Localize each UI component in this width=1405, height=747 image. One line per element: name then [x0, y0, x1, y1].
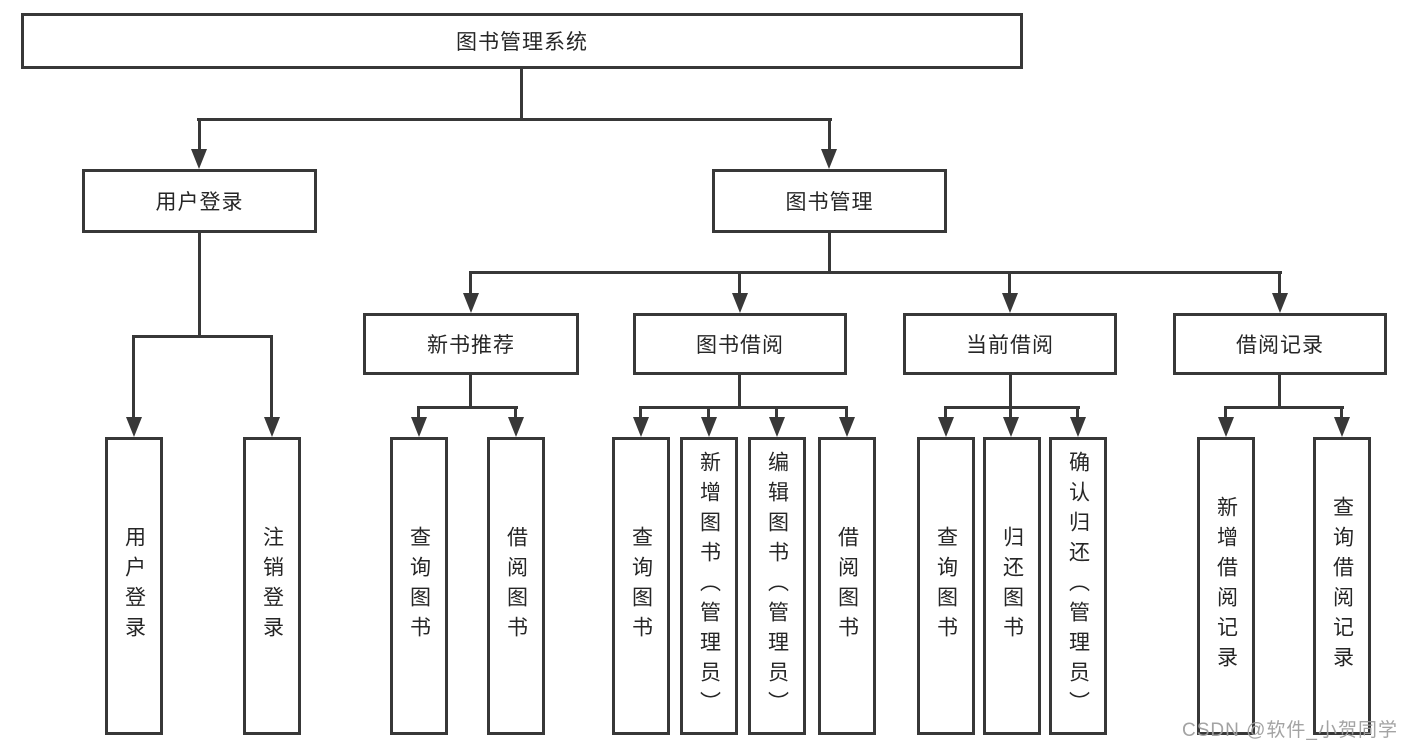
connector-book-mgmt-stem [828, 233, 831, 271]
connector-drop-bb-borrow [845, 406, 848, 418]
connector-drop-cb-confirm [1076, 406, 1079, 418]
leaf-newbook-query-books: 查询图书 [390, 437, 448, 735]
connector-drop-borrow-record [1278, 271, 1281, 295]
leaf-record-add-record: 新增借阅记录 [1197, 437, 1255, 735]
arrowhead-nb-query [411, 417, 427, 437]
connector-drop-cb-query [944, 406, 947, 418]
arrowhead-borrow-record [1272, 293, 1288, 313]
leaf-borrow-query-books-label: 查询图书 [629, 526, 653, 646]
arrowhead-new-book [463, 293, 479, 313]
node-book-mgmt: 图书管理 [712, 169, 947, 233]
connector-new-book-stem [469, 375, 472, 406]
arrowhead-cb-query [938, 417, 954, 437]
leaf-record-query-record-label: 查询借阅记录 [1330, 496, 1354, 676]
connector-root-branch [197, 118, 832, 121]
leaf-current-confirm-return-admin: 确认归还（管理员） [1049, 437, 1107, 735]
arrowhead-cb-return [1003, 417, 1019, 437]
leaf-logout: 注销登录 [243, 437, 301, 735]
connector-drop-nb-borrow [514, 406, 517, 418]
leaf-borrow-edit-books-admin-label: 编辑图书（管理员） [765, 451, 789, 721]
node-book-borrow: 图书借阅 [633, 313, 847, 375]
connector-current-borrow-stem [1009, 375, 1012, 406]
node-root-system: 图书管理系统 [21, 13, 1023, 69]
node-user-login: 用户登录 [82, 169, 317, 233]
arrowhead-book-borrow [732, 293, 748, 313]
node-current-borrow: 当前借阅 [903, 313, 1117, 375]
node-current-borrow-label: 当前借阅 [966, 334, 1054, 357]
connector-book-borrow-stem [738, 375, 741, 406]
connector-drop-bb-add [707, 406, 710, 418]
connector-drop-book-borrow [738, 271, 741, 295]
leaf-newbook-borrow-books-label: 借阅图书 [504, 526, 528, 646]
connector-current-borrow-branch [944, 406, 1080, 409]
leaf-borrow-borrow-books-label: 借阅图书 [835, 526, 859, 646]
connector-root-stem [520, 69, 523, 118]
connector-drop-book-mgmt [828, 118, 831, 151]
connector-user-login-branch [132, 335, 273, 338]
arrowhead-br-query [1334, 417, 1350, 437]
csdn-watermark: CSDN @软件_小贺同学 [1182, 720, 1398, 741]
connector-borrow-record-branch [1224, 406, 1344, 409]
connector-drop-bb-query [639, 406, 642, 418]
node-book-mgmt-label: 图书管理 [785, 191, 874, 214]
leaf-record-query-record: 查询借阅记录 [1313, 437, 1371, 735]
leaf-current-return-books-label: 归还图书 [1000, 526, 1024, 646]
arrowhead-br-add [1218, 417, 1234, 437]
connector-book-borrow-branch [639, 406, 848, 409]
arrowhead-user-login [191, 149, 207, 169]
connector-drop-login-leaf [132, 335, 135, 418]
leaf-borrow-borrow-books: 借阅图书 [818, 437, 876, 735]
node-new-book: 新书推荐 [363, 313, 579, 375]
leaf-borrow-query-books: 查询图书 [612, 437, 670, 735]
leaf-user-login: 用户登录 [105, 437, 163, 735]
leaf-borrow-add-books-admin-label: 新增图书（管理员） [697, 451, 721, 721]
node-root-label: 图书管理系统 [456, 31, 588, 54]
node-book-borrow-label: 图书借阅 [696, 334, 784, 357]
connector-book-mgmt-branch [469, 271, 1282, 274]
arrowhead-bb-query [633, 417, 649, 437]
node-new-book-label: 新书推荐 [427, 334, 515, 357]
leaf-borrow-edit-books-admin: 编辑图书（管理员） [748, 437, 806, 735]
arrowhead-cb-confirm [1070, 417, 1086, 437]
arrowhead-bb-add [701, 417, 717, 437]
node-user-login-label: 用户登录 [155, 191, 244, 214]
leaf-newbook-borrow-books: 借阅图书 [487, 437, 545, 735]
node-borrow-record-label: 借阅记录 [1236, 334, 1324, 357]
arrowhead-login-leaf [126, 417, 142, 437]
leaf-record-add-record-label: 新增借阅记录 [1214, 496, 1238, 676]
arrowhead-logout-leaf [264, 417, 280, 437]
leaf-logout-label: 注销登录 [260, 526, 284, 646]
leaf-current-query-books: 查询图书 [917, 437, 975, 735]
connector-user-login-stem [198, 233, 201, 335]
leaf-current-confirm-return-admin-label: 确认归还（管理员） [1066, 451, 1090, 721]
connector-drop-current-borrow [1008, 271, 1011, 295]
leaf-borrow-add-books-admin: 新增图书（管理员） [680, 437, 738, 735]
arrowhead-bb-borrow [839, 417, 855, 437]
connector-new-book-branch [417, 406, 518, 409]
connector-drop-bb-edit [775, 406, 778, 418]
arrowhead-book-mgmt [821, 149, 837, 169]
connector-borrow-record-stem [1278, 375, 1281, 406]
leaf-current-return-books: 归还图书 [983, 437, 1041, 735]
connector-drop-br-add [1224, 406, 1227, 418]
leaf-user-login-label: 用户登录 [122, 526, 146, 646]
leaf-current-query-books-label: 查询图书 [934, 526, 958, 646]
arrowhead-nb-borrow [508, 417, 524, 437]
connector-drop-user-login [198, 118, 201, 151]
node-borrow-record: 借阅记录 [1173, 313, 1387, 375]
arrowhead-bb-edit [769, 417, 785, 437]
connector-drop-br-query [1340, 406, 1343, 418]
connector-drop-new-book [469, 271, 472, 295]
connector-drop-nb-query [417, 406, 420, 418]
connector-drop-logout-leaf [270, 335, 273, 418]
arrowhead-current-borrow [1002, 293, 1018, 313]
connector-drop-cb-return [1009, 406, 1012, 418]
leaf-newbook-query-books-label: 查询图书 [407, 526, 431, 646]
